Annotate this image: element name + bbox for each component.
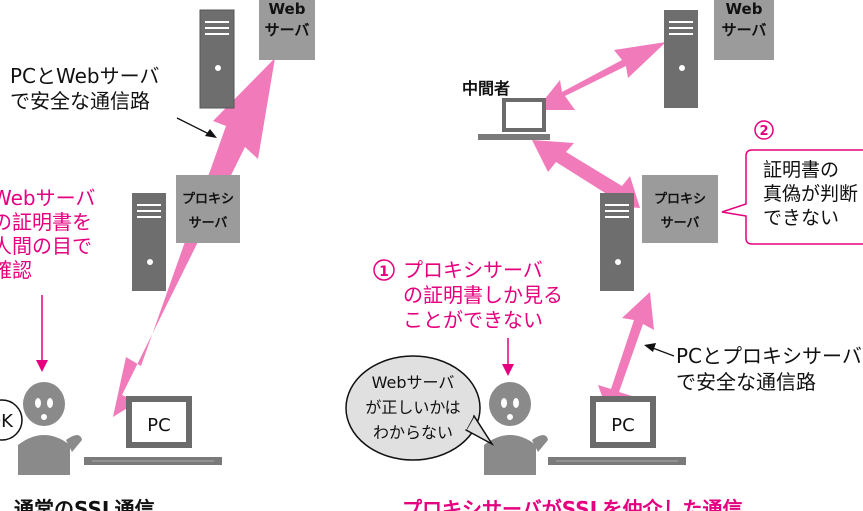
left-proxy-server-label-2: サーバ	[189, 216, 228, 231]
left-web-server-label-1: Web	[269, 0, 306, 18]
right-secure-path-line-1: PCとプロキシサーバ	[676, 344, 862, 368]
left-web-server-label-2: サーバ	[265, 21, 310, 39]
right-arrow-middleman-web	[536, 42, 666, 110]
right-secure-path-line-2: で安全な通信路	[676, 370, 816, 394]
right-pc-label: PC	[611, 415, 634, 436]
right-middleman-label: 中間者	[462, 79, 510, 98]
right-bubble-line-2: が正しいかは	[365, 398, 460, 417]
left-note-line-4: 確認	[0, 258, 32, 282]
left-web-server: Web サーバ	[199, 0, 315, 109]
right-person-icon	[484, 382, 548, 475]
right-person-bubble: Webサーバ が正しいかは わからない	[345, 355, 495, 461]
right-web-server: Web サーバ	[664, 0, 774, 108]
left-person-bubble-text: OK	[0, 411, 14, 432]
left-caption: 通常のSSL通信	[14, 497, 155, 511]
right-bubble-line-3: わからない	[373, 423, 453, 442]
left-pc-label: PC	[147, 415, 170, 436]
left-note-line-3: 人間の目で	[0, 234, 92, 258]
right-proxy-server-label-1: プロキシ	[654, 192, 706, 207]
left-person-bubble: OK	[0, 399, 23, 441]
right-pc: PC	[548, 396, 686, 465]
note1-number: 1	[379, 264, 389, 280]
right-web-server-label-2: サーバ	[722, 21, 767, 39]
left-secure-path-line-2: で安全な通信路	[10, 89, 150, 113]
left-panel: Web サーバ プロキシ サーバ PC PCとWebサーバ で安全な通信路	[0, 0, 315, 511]
note2-line-2: 真偽が判断	[763, 183, 858, 205]
left-proxy-server: プロキシ サーバ	[132, 175, 240, 291]
note1-line-2: の証明書しか見る	[403, 283, 563, 307]
note1-line-1: プロキシサーバ	[403, 258, 543, 282]
note2-callout: 証明書の 真偽が判断 できない	[721, 149, 863, 245]
left-proxy-server-label-1: プロキシ	[182, 192, 234, 207]
right-web-server-label-1: Web	[726, 0, 763, 18]
note2-line-3: できない	[763, 207, 839, 229]
right-proxy-server-label-2: サーバ	[661, 216, 700, 231]
left-note-line-1: Webサーバ	[0, 186, 95, 210]
right-middleman-laptop	[478, 98, 550, 140]
right-caption: プロキシサーバがSSLを仲介した通信	[402, 497, 742, 511]
left-pc: PC	[84, 396, 222, 465]
note2-line-1: 証明書の	[763, 159, 839, 181]
left-secure-path-line-1: PCとWebサーバ	[10, 64, 159, 88]
right-arrow-middleman-proxy	[532, 140, 640, 208]
note1-line-3: ことができない	[403, 308, 543, 332]
right-bubble-line-1: Webサーバ	[372, 373, 455, 392]
right-panel: Web サーバ 中間者 プロキシ サーバ PC	[345, 0, 863, 511]
note2-number: 2	[759, 124, 768, 139]
left-person-icon	[18, 382, 82, 475]
right-proxy-server: プロキシ サーバ	[600, 175, 718, 291]
note2-number-circle	[754, 120, 774, 140]
left-note-line-2: の証明書を	[0, 210, 92, 234]
note1-number-circle	[373, 259, 395, 281]
right-arrow-proxy-pc	[598, 292, 654, 418]
left-secure-path-pointer	[176, 117, 214, 137]
